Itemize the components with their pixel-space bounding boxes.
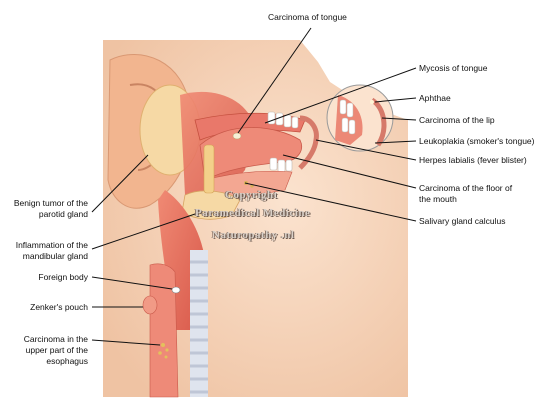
esophagus: [149, 263, 179, 398]
label-carcinoma-eso-line2: upper part of the: [25, 345, 88, 355]
label-carcinoma-floor-line2: the mouth: [419, 194, 457, 204]
upper-teeth: [267, 111, 299, 129]
lower-teeth: [269, 157, 293, 173]
watermark-line-1: Copyright: [225, 189, 278, 201]
label-foreign-body: Foreign body: [38, 272, 88, 282]
label-carcinoma-eso-line3: esophagus: [46, 356, 88, 366]
watermark-line-2: Paramedical Medicine: [195, 207, 311, 219]
tongue: [199, 127, 302, 181]
label-carcinoma-lip: Carcinoma of the lip: [419, 115, 495, 125]
label-inflammation-line1: Inflammation of the: [15, 240, 88, 250]
label-carcinoma-eso-line1: Carcinoma in the: [23, 334, 88, 344]
label-aphthae: Aphthae: [419, 93, 451, 103]
gland-detail: [203, 144, 215, 194]
zenkers-pouch-mark: [142, 295, 158, 315]
label-herpes: Herpes labialis (fever blister): [419, 155, 527, 165]
label-benign-tumor-line2: parotid gland: [38, 209, 88, 219]
esophagus-carcinoma-mark: [158, 343, 169, 359]
label-salivary-calculus: Salivary gland calculus: [419, 216, 506, 226]
mandibular-gland: [181, 190, 241, 220]
label-carcinoma-floor-line1: Carcinoma of the floor of: [419, 183, 513, 193]
watermark-line-3: Naturopathy .nl: [212, 229, 295, 241]
label-inflammation-line2: mandibular gland: [22, 251, 88, 261]
trachea: [190, 250, 208, 397]
foreign-body-mark: [171, 286, 181, 294]
label-zenker: Zenker's pouch: [30, 302, 88, 312]
tongue-lesion-mark: [232, 132, 242, 140]
label-leukoplakia: Leukoplakia (smoker's tongue): [419, 136, 535, 146]
leader-lines: [91, 27, 417, 346]
label-benign-tumor-line1: Benign tumor of the: [13, 198, 88, 208]
label-carcinoma-tongue: Carcinoma of tongue: [268, 12, 347, 22]
label-mycosis-tongue: Mycosis of tongue: [419, 63, 488, 73]
